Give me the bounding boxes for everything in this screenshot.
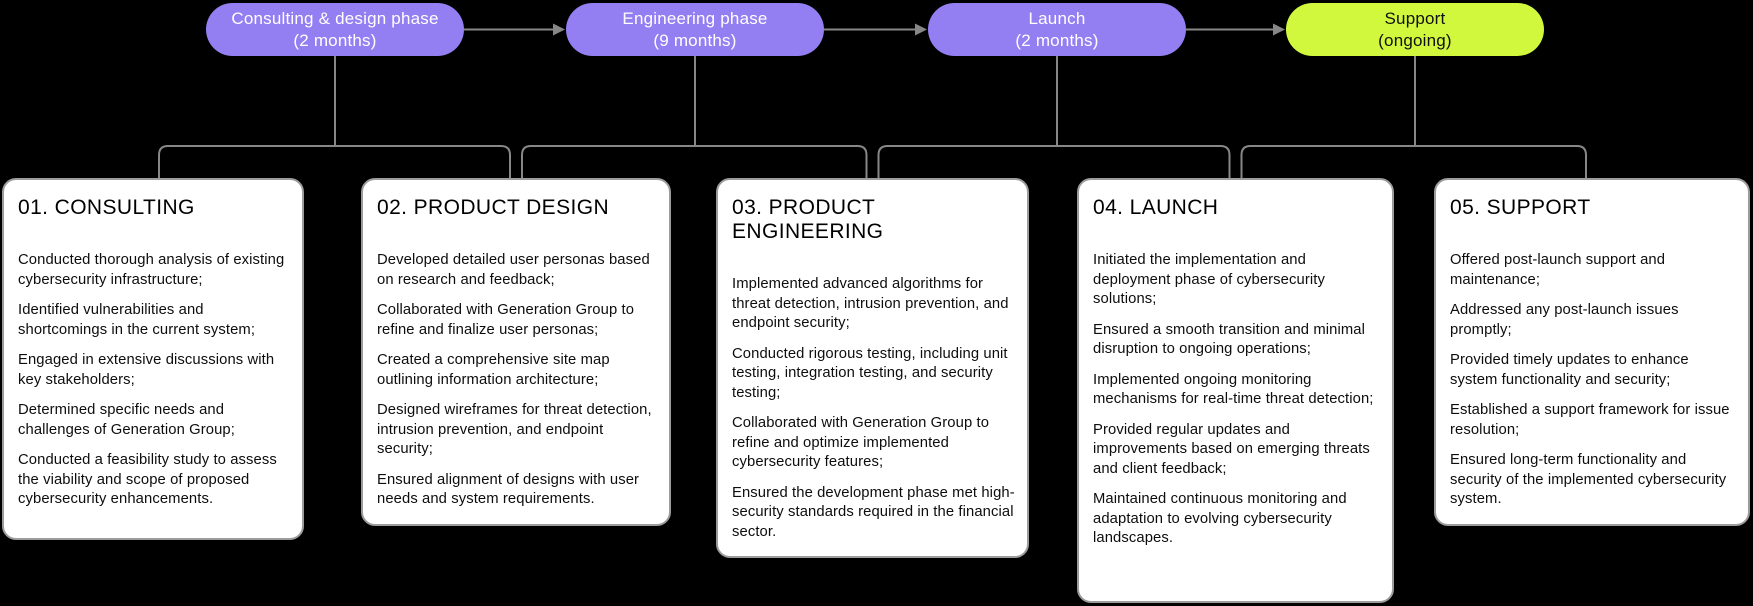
stage-card-title: 05. SUPPORT (1450, 196, 1591, 219)
stage-card-items: Conducted thorough analysis of existing … (18, 251, 290, 510)
card-item: Offered post-launch support and maintena… (1450, 252, 1666, 288)
stage-card-items: Offered post-launch support and maintena… (1450, 251, 1736, 510)
stage-card-05: 05. SUPPORT Offered post-launch support … (1434, 178, 1750, 526)
phase-pill-label: Support (1384, 8, 1446, 28)
phase-pill-2: Engineering phase (9 months) (566, 3, 824, 56)
card-item: Ensured a smooth transition and minimal … (1093, 321, 1366, 358)
card-item: Addressed any post-launch issues promptl… (1450, 302, 1679, 338)
card-item: Implemented ongoing monitoring mechanism… (1093, 371, 1374, 408)
stage-card-title: 03. PRODUCT ENGINEERING (732, 196, 884, 243)
phase-pill-1: Consulting & design phase (2 months) (206, 3, 464, 56)
card-item: Determined specific needs and challenges… (18, 402, 235, 438)
stage-card-items: Implemented advanced algorithms for thre… (732, 275, 1015, 542)
stage-card-title: 01. CONSULTING (18, 196, 195, 219)
flow-arrow-head-icon (1273, 23, 1285, 36)
phase-pill-duration: (9 months) (653, 30, 737, 50)
stage-card-items: Developed detailed user personas based o… (377, 251, 657, 510)
card-item: Engaged in extensive discussions with ke… (18, 352, 275, 388)
card-item: Collaborated with Generation Group to re… (377, 302, 635, 338)
card-item: Maintained continuous monitoring and ada… (1093, 491, 1347, 546)
card-item: Ensured alignment of designs with user n… (377, 471, 640, 508)
card-item: Created a comprehensive site map outlini… (377, 352, 610, 388)
card-item: Provided regular updates and improvement… (1093, 421, 1370, 477)
phase-pill-3: Launch (2 months) (928, 3, 1186, 56)
phase-pill-label: Consulting & design phase (231, 8, 439, 28)
phase-pill-duration: (2 months) (293, 30, 377, 50)
card-item: Conducted rigorous testing, including un… (732, 345, 1008, 401)
card-item: Ensured long-term functionality and secu… (1450, 452, 1727, 507)
stage-card-03: 03. PRODUCT ENGINEERING Implemented adva… (716, 178, 1029, 558)
card-item: Developed detailed user personas based o… (377, 252, 650, 288)
stage-card-items: Initiated the implementation and deploym… (1093, 251, 1380, 549)
card-item: Implemented advanced algorithms for thre… (732, 276, 1009, 331)
stage-card-01: 01. CONSULTING Conducted thorough analys… (2, 178, 304, 540)
card-item: Provided timely updates to enhance syste… (1450, 352, 1689, 388)
phase-pill-label: Launch (1028, 8, 1086, 28)
bracket-connector (877, 145, 1231, 183)
stage-card-02: 02. PRODUCT DESIGN Developed detailed us… (361, 178, 671, 526)
card-item: Designed wireframes for threat detection… (377, 402, 652, 457)
phase-pill-duration: (ongoing) (1378, 30, 1452, 50)
card-item: Conducted thorough analysis of existing … (18, 252, 285, 288)
bracket-connector (1240, 145, 1587, 183)
card-item: Conducted a feasibility study to assess … (18, 452, 277, 507)
card-item: Identified vulnerabilities and shortcomi… (18, 302, 256, 338)
phase-pill-4: Support (ongoing) (1286, 3, 1544, 56)
card-item: Initiated the implementation and deploym… (1093, 252, 1325, 307)
flow-arrow-head-icon (553, 23, 565, 36)
stage-card-04: 04. LAUNCH Initiated the implementation … (1077, 178, 1394, 603)
phase-pill-duration: (2 months) (1015, 30, 1099, 50)
flow-arrow-head-icon (915, 23, 927, 36)
stage-card-title: 04. LAUNCH (1093, 196, 1219, 219)
stage-card-title: 02. PRODUCT DESIGN (377, 196, 610, 219)
card-item: Established a support framework for issu… (1450, 402, 1730, 438)
phase-pill-label: Engineering phase (622, 8, 768, 28)
card-item: Ensured the development phase met high-s… (732, 484, 1015, 540)
card-item: Collaborated with Generation Group to re… (732, 415, 990, 470)
